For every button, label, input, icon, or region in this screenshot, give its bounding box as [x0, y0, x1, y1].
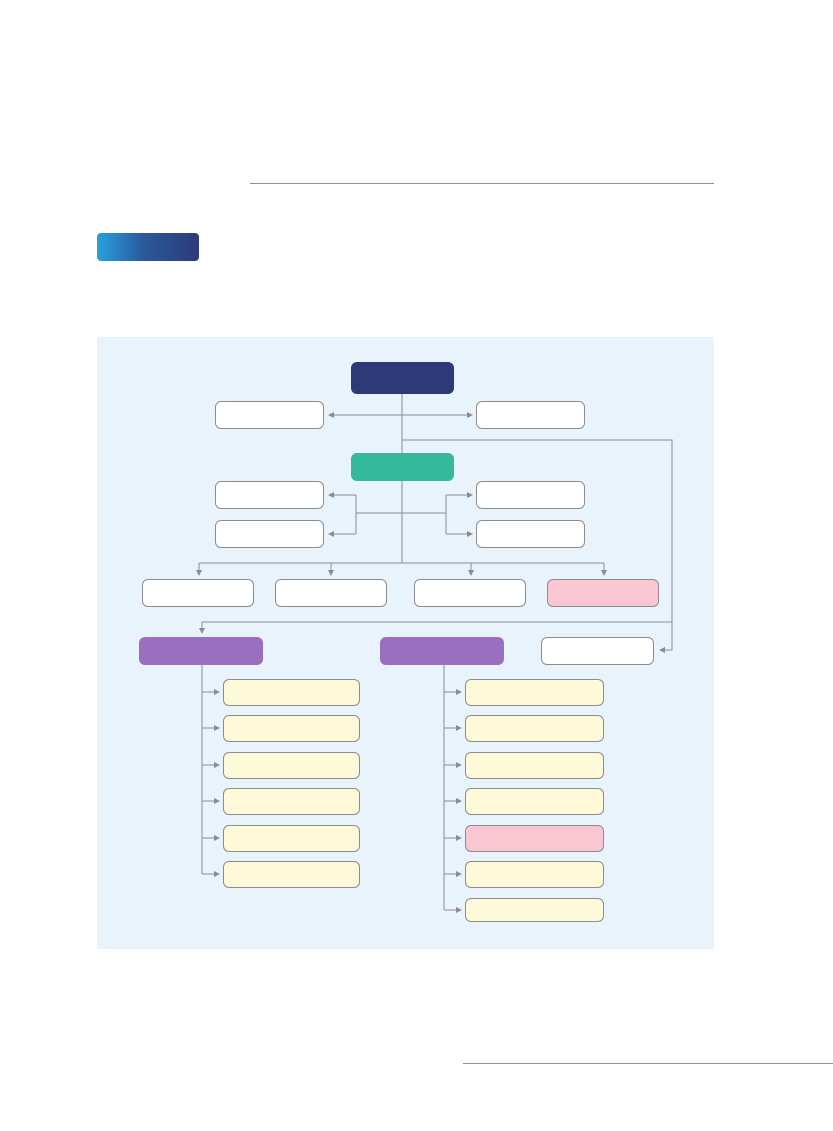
group-b-item-3	[465, 752, 604, 779]
level2-left-node-1	[215, 481, 324, 509]
root-right-node	[476, 401, 585, 429]
section-tag	[97, 233, 199, 261]
group-b-item-4	[465, 788, 604, 815]
group-a-item-1	[223, 679, 360, 706]
row3-node-2	[275, 579, 387, 607]
level2-right-node-2	[476, 520, 585, 548]
row3-node-4-highlight	[547, 579, 659, 607]
side-node	[541, 637, 654, 665]
header-rule	[250, 183, 714, 184]
group-a-item-3	[223, 752, 360, 779]
group-b-item-7	[465, 898, 604, 922]
row3-node-3	[414, 579, 526, 607]
group-b-item-5-highlight	[465, 825, 604, 852]
row3-node-1	[142, 579, 254, 607]
group-b-item-6	[465, 861, 604, 888]
level2-right-node-1	[476, 481, 585, 509]
root-node	[351, 362, 454, 394]
group-a-item-6	[223, 861, 360, 888]
group-b-header	[380, 637, 504, 665]
root-left-node	[215, 401, 324, 429]
group-b-item-1	[465, 679, 604, 706]
level2-node	[351, 453, 454, 481]
group-a-item-4	[223, 788, 360, 815]
group-a-header	[139, 637, 263, 665]
group-b-item-2	[465, 715, 604, 742]
group-a-item-5	[223, 825, 360, 852]
level2-left-node-2	[215, 520, 324, 548]
group-a-item-2	[223, 715, 360, 742]
footer-rule	[463, 1063, 833, 1064]
